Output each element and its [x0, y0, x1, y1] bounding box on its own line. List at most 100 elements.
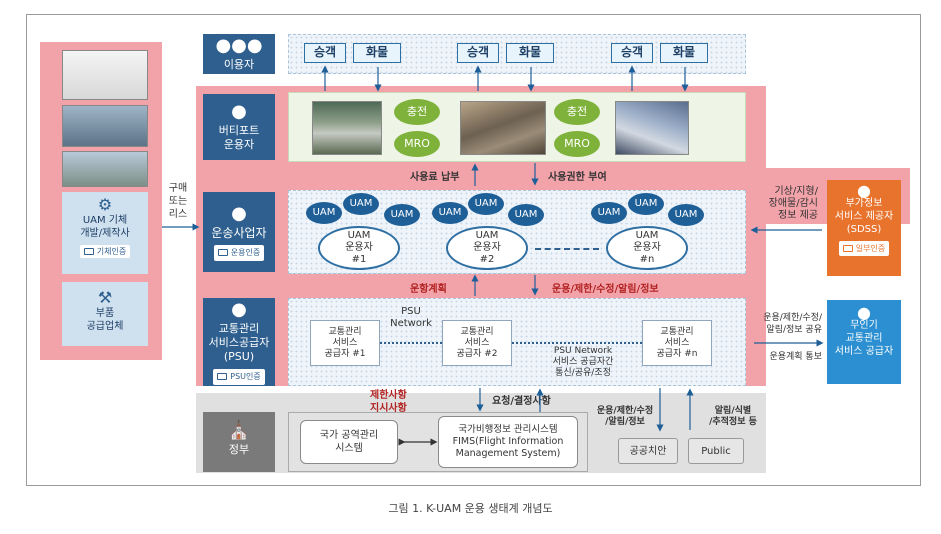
psu-label-1: 교통관리 [218, 321, 260, 335]
person-icon: ● [857, 181, 871, 200]
psu-network-line-2: Network [390, 318, 432, 329]
public-arrows [656, 388, 694, 432]
vertiport-image-1 [312, 101, 382, 155]
operator-role-box: ● 운송사업자 운용인증 [203, 192, 275, 272]
uam-aircraft-nb: UAM [628, 193, 664, 215]
public-box: Public [688, 438, 744, 464]
mro-circle-1: MRO [394, 131, 440, 157]
gear-icon: ⚙ [97, 195, 113, 214]
wrench-icon: ⚒ [97, 288, 113, 307]
building-icon: ⛪ [227, 420, 251, 441]
psu-network-line-b [512, 342, 642, 344]
lease-line-3: 리스 [168, 209, 188, 220]
purchase-lease-label: 구매 또는 리스 [163, 182, 193, 221]
uam-aircraft-1a: UAM [306, 202, 342, 224]
manufacturer-title-1: UAM 기체 [82, 215, 128, 226]
public-right-2: /추적정보 등 [709, 417, 757, 427]
sdss-provider-box: ● 부가정보 서비스 제공자 (SDSS) 일부인증 [827, 180, 901, 276]
drone-info-label: 운용/제한/수정/ 알림/정보 공유 [752, 312, 822, 336]
drone-info-line-1: 운용/제한/수정/ [763, 313, 822, 323]
person-icon: ● [231, 101, 247, 122]
operation-cert-badge: 운용인증 [213, 244, 265, 261]
aircraft-image-1 [62, 50, 148, 100]
passenger-button-1[interactable]: 승객 [304, 43, 346, 63]
government-role-box: ⛪ 정부 [203, 412, 275, 472]
passenger-button-3[interactable]: 승객 [611, 43, 653, 63]
partial-cert-label: 일부인증 [855, 244, 886, 253]
drone-title-3: 서비스 공급자 [834, 346, 894, 357]
aircraft-cert-badge: 기체인증 [79, 245, 131, 258]
sdss-title-2: 서비스 제공자 [834, 211, 894, 222]
psu-label-2: 서비스공급자 [208, 335, 270, 349]
charging-circle-2: 충전 [554, 99, 600, 125]
parts-title-1: 부품 [95, 308, 115, 319]
operator-label: 운송사업자 [211, 225, 267, 240]
lease-line-1: 구매 [168, 183, 188, 194]
monitor-icon [217, 249, 228, 256]
psu-network-line-1: PSU [401, 306, 421, 317]
cargo-button-2[interactable]: 화물 [506, 43, 554, 63]
airspace-fims-arrow [398, 438, 438, 446]
psu-network-label: PSU Network [388, 306, 434, 330]
request-decision-label: 요청/결정사항 [492, 396, 551, 407]
vertiport-label-1: 버티포트 [218, 124, 260, 137]
drone-info-line-2: 알림/정보 공유 [766, 325, 822, 335]
person-icon: ● [857, 303, 871, 322]
operator-psu-arrows [471, 274, 539, 296]
drone-arrow [754, 339, 824, 347]
psu-network-line-a [380, 342, 442, 344]
aircraft-cert-label: 기체인증 [96, 247, 127, 256]
vertiport-operator-arrows [471, 163, 539, 186]
psu-network-caption: PSU Network 서비스 공급자간 통신/공유/조정 [538, 346, 628, 379]
cargo-button-1[interactable]: 화물 [353, 43, 401, 63]
operator-ellipsis-line [535, 248, 599, 250]
users-label: 이용자 [223, 58, 255, 71]
psu-caption-2: 서비스 공급자간 [552, 357, 614, 367]
public-left-1: 운용/제한/수정 [596, 406, 654, 416]
instruction-label: 지시사항 [370, 403, 407, 414]
sdss-info-line-3: 정보 제공 [778, 210, 818, 221]
psu-role-box: ● 교통관리 서비스공급자 (PSU) PSU인증 [203, 298, 275, 386]
sdss-title-3: (SDSS) [846, 224, 882, 235]
users-icon: ●●● [215, 35, 263, 56]
drone-title-1: 무인기 [850, 320, 878, 331]
cargo-button-3[interactable]: 화물 [660, 43, 708, 63]
monitor-icon [83, 248, 94, 255]
sdss-info-line-1: 기상/지형/ [774, 186, 818, 197]
drone-traffic-provider-box: ● 무인기 교통관리 서비스 공급자 [827, 300, 901, 384]
monitor-icon [217, 373, 228, 380]
operation-cert-label: 운용인증 [230, 247, 261, 257]
vertiport-role-box: ● 버티포트 운용자 [203, 94, 275, 160]
public-flow-right: 알림/식별 /추적정보 등 [702, 406, 764, 428]
usage-rights-label: 사용권한 부여 [548, 172, 607, 183]
sdss-title-1: 부가정보 [845, 198, 883, 209]
uam-aircraft-1c: UAM [384, 204, 420, 226]
person-icon: ● [231, 298, 247, 320]
psu-caption-3: 통신/공유/조정 [555, 368, 611, 378]
lease-arrow [162, 223, 200, 231]
drone-title-2: 교통관리 [845, 333, 883, 344]
passenger-button-2[interactable]: 승객 [457, 43, 499, 63]
public-flow-left: 운용/제한/수정 /알림/정보 [594, 406, 656, 428]
aircraft-image-2 [62, 105, 148, 147]
figure-caption: 그림 1. K-UAM 운용 생태계 개념도 [388, 502, 553, 515]
sdss-info-label: 기상/지형/ 장애물/감시 정보 제공 [752, 186, 818, 222]
manufacturer-box: ⚙ UAM 기체 개발/제작사 기체인증 [62, 192, 148, 274]
uam-aircraft-nc: UAM [668, 204, 704, 226]
psu-cert-badge: PSU인증 [213, 368, 265, 385]
uam-aircraft-2c: UAM [508, 204, 544, 226]
uam-aircraft-na: UAM [591, 202, 627, 224]
ops-info-label: 운용/제한/수정/알림/정보 [552, 284, 659, 295]
vertiport-label-2: 운용자 [223, 138, 255, 151]
plan-notice-label: 운용계획 통보 [769, 352, 822, 362]
psu-label-3: (PSU) [223, 349, 255, 363]
public-left-2: /알림/정보 [605, 417, 645, 427]
